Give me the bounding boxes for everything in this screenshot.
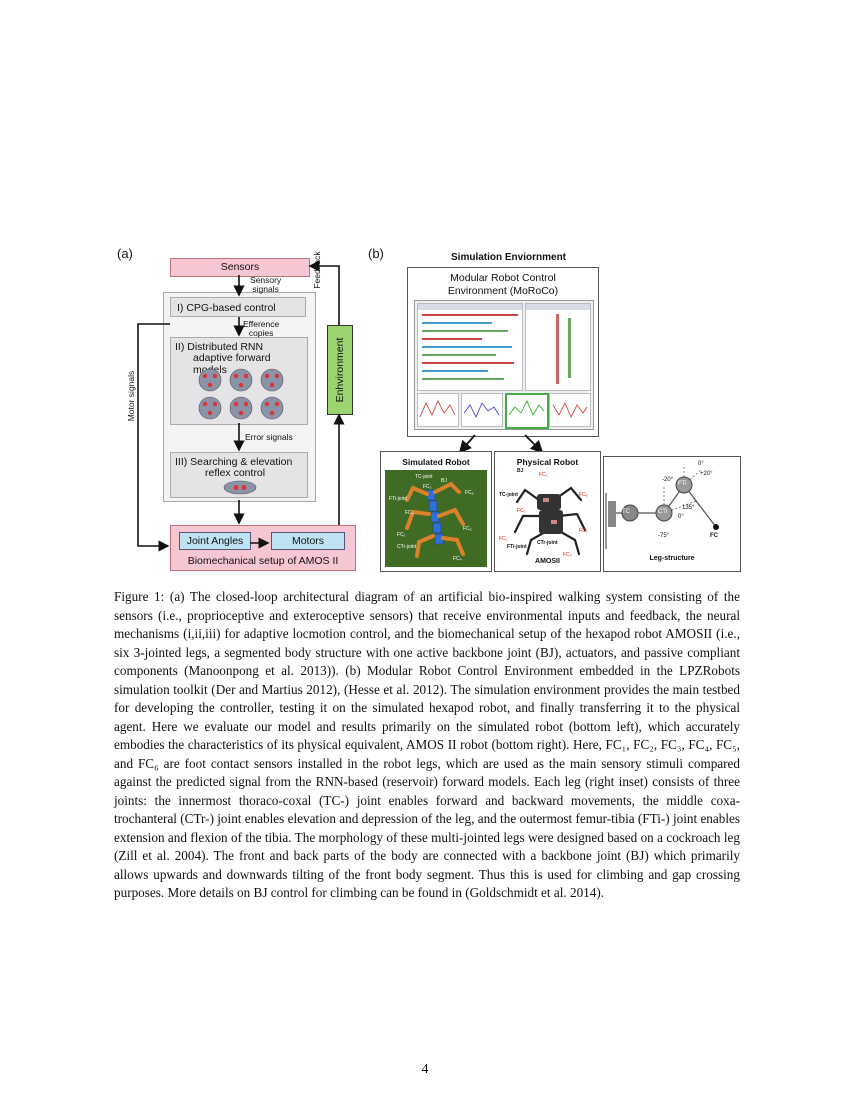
moroco-title-2: Environment (MoRoCo) [447, 285, 559, 297]
panel-b-label: (b) [368, 246, 384, 261]
environment-box: Enhvironment [327, 325, 353, 415]
efference-label: Efference copies [243, 320, 279, 338]
leg-structure-panel: TC CTr FTi FC -20° 0° +20° 135° 0° -75° … [603, 456, 741, 572]
search-title-2: reflex control [205, 467, 266, 479]
phys-label-fc3: FC₃ [517, 508, 526, 514]
phys-label-ctr: CTr-joint [537, 540, 558, 546]
reflex-neuron-icon [223, 480, 257, 495]
sim-label-fc4: FC₄ [453, 556, 462, 562]
physical-robot-panel: Physical Robot BJ TC-joint FC₁ FTi-joint… [494, 451, 601, 572]
rnn-title-1: II) Distributed RNN [175, 341, 264, 353]
phys-label-fc1: FC₁ [499, 536, 508, 542]
sensory-signals-label: Sensory signals [250, 276, 281, 294]
moroco-screenshot [414, 300, 594, 430]
moroco-frame: Modular Robot Control Environment (MoRoC… [407, 267, 599, 437]
efference-line1: Efference [243, 319, 280, 329]
search-title-1: III) Searching & elevation [175, 456, 293, 468]
sim-label-bj: BJ [441, 478, 447, 484]
leg-ctr-label: CTr [658, 509, 668, 515]
phys-label-tc: TC-joint [499, 492, 518, 498]
leg-fc-label: FC [710, 533, 718, 539]
page-number: 4 [421, 1062, 429, 1077]
sim-label-fc5: FC₅ [463, 526, 472, 532]
moroco-arrows [458, 434, 544, 454]
panel-a-label: (a) [117, 246, 133, 261]
leg-tc-label: TC [622, 509, 630, 515]
sim-label-tc: TC-joint [415, 474, 433, 480]
cpg-box: I) CPG-based control [170, 297, 306, 317]
moroco-title-1: Modular Robot Control [450, 272, 556, 284]
leg-structure-drawing [605, 465, 719, 549]
sim-label-ctr: CTr-joint [397, 544, 416, 550]
motors-box: Motors [271, 532, 345, 550]
phys-label-fc6: FC₆ [579, 492, 588, 498]
simulated-robot-panel: Simulated Robot TC-joint BJ FTi-joint FC… [380, 451, 492, 572]
physical-robot-drawing [513, 486, 587, 556]
leg-angle-minus20: -20° [662, 477, 674, 483]
error-signals-label: Error signals [245, 432, 293, 442]
sensors-box: Sensors [170, 258, 310, 277]
leg-angle-0-mid: 0° [678, 514, 684, 520]
sim-label-fc3: FC₃ [405, 510, 414, 516]
phys-label-bj: BJ [517, 468, 524, 474]
screenshot-window-side [525, 303, 591, 391]
leg-angle-135: 135° [682, 505, 695, 511]
amosii-label: AMOSII [535, 558, 560, 565]
efference-line2: copies [248, 328, 274, 338]
leg-angle-minus75: -75° [658, 533, 670, 539]
phys-label-fc5: FC₅ [579, 528, 588, 534]
leg-fti-label: FTi [678, 481, 687, 487]
simulated-robot-drawing [405, 481, 465, 558]
leg-angle-0-top: 0° [698, 461, 704, 467]
leg-structure-title: Leg-structure [649, 555, 695, 562]
rnn-box: II) Distributed RNN adaptive forward mod… [170, 337, 308, 425]
biomech-box: Joint Angles Motors Biomechanical setup … [170, 525, 356, 571]
joint-angles-box: Joint Angles [179, 532, 251, 550]
screenshot-plot-1 [417, 393, 459, 427]
sensory-signals-line1: Sensory [250, 275, 282, 285]
simulated-robot-render: TC-joint BJ FTi-joint FC₁ CTr-joint FC₄ … [385, 470, 487, 567]
physical-robot-title: Physical Robot [516, 457, 579, 467]
screenshot-plot-traces [419, 400, 588, 418]
search-reflex-box: III) Searching & elevation reflex contro… [170, 452, 308, 498]
sim-label-fc2: FC₂ [423, 484, 432, 490]
simulated-robot-title: Simulated Robot [402, 457, 470, 467]
reservoir-network-icons [198, 368, 284, 420]
sim-label-fti: FTi-joint [389, 496, 407, 502]
phys-label-fti: FTi-joint [507, 544, 527, 550]
phys-label-fc4: FC₄ [563, 552, 572, 558]
panel-a-arrows [137, 260, 345, 552]
sim-label-fc6: FC₆ [465, 490, 474, 496]
figure-caption: Figure 1: (a) The closed-loop architectu… [114, 589, 740, 900]
sim-env-title: Simulation Enviornment [451, 252, 567, 263]
leg-angle-plus20: +20° [700, 471, 713, 477]
screenshot-window-main [417, 303, 523, 391]
biomech-label: Biomechanical setup of AMOS II [187, 555, 339, 567]
phys-label-fc2: FC₂ [539, 472, 548, 478]
sim-label-fc1: FC₁ [397, 532, 406, 538]
sensory-signals-line2: signals [252, 284, 279, 294]
